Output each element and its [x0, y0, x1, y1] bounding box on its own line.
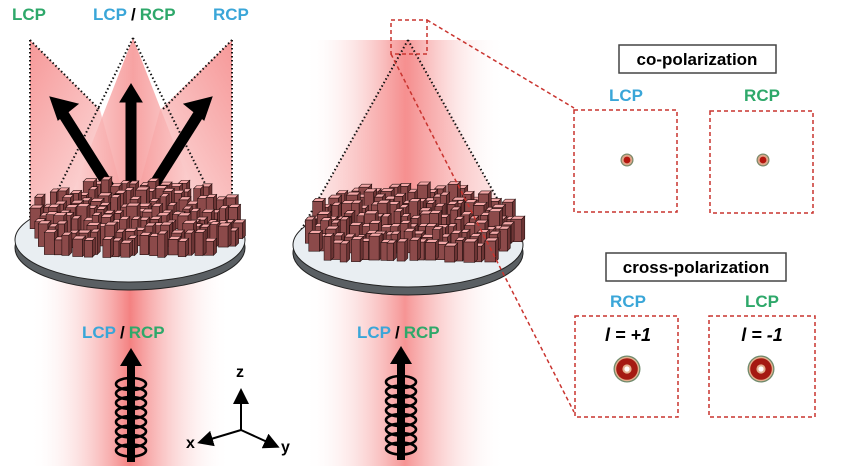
propagation-arrow-head [120, 348, 142, 366]
rcp-text: RCP [129, 323, 165, 342]
co-label-rcp: RCP [744, 86, 780, 105]
axis-x-label: x [186, 435, 195, 452]
output-label-right: RCP [213, 5, 249, 24]
nanopillar [308, 229, 324, 252]
separator: / [120, 323, 125, 342]
axis-z-label: z [236, 364, 244, 381]
cross-rcp-frame [574, 315, 679, 418]
co-label-lcp: LCP [609, 86, 643, 105]
cross-lcp-vortex-donut [747, 355, 775, 383]
output-label-center: LCP/RCP [93, 5, 176, 24]
middle-panel [292, 19, 575, 466]
nanopillar [444, 242, 459, 263]
lcp-text: LCP [357, 323, 391, 342]
nanopillar [510, 215, 526, 243]
helix-coil [384, 374, 418, 390]
nanopillar [102, 235, 115, 259]
helix-coil [114, 443, 148, 458]
propagation-arrow-shaft [127, 362, 135, 462]
helix-coil [384, 384, 418, 399]
nanopillar [386, 239, 398, 262]
helix-coil [384, 393, 418, 409]
cross-lcp-frame [708, 315, 816, 418]
propagation-arrow-head [390, 346, 412, 364]
nanopillar [72, 235, 87, 258]
nanopillar [177, 237, 190, 258]
helix-coil [384, 431, 418, 447]
separator: / [131, 5, 136, 24]
co-lcp-frame [573, 109, 678, 213]
nanopillar [424, 238, 440, 261]
nanopillar [217, 222, 232, 248]
nanopillar [156, 230, 169, 259]
helix-coil [384, 441, 418, 456]
metasurface-middle [292, 180, 526, 296]
helix-coil [384, 403, 418, 418]
helix-coil [384, 412, 418, 428]
nanopillar [61, 231, 73, 257]
nanopillar [323, 232, 335, 261]
input-helix-middle [384, 346, 418, 460]
co-lcp-focal-spot [620, 153, 634, 167]
helix-coil [114, 433, 148, 449]
lcp-text: LCP [93, 5, 127, 24]
zoom-lines [390, 19, 575, 413]
co-polarization-title-box [618, 44, 777, 74]
focal-zoom-box [390, 19, 428, 55]
topological-charge-minus: l = -1 [741, 325, 783, 345]
axis-y-label: y [281, 439, 290, 456]
input-helix-left [114, 348, 148, 462]
nanopillar [368, 232, 383, 261]
helix-coil [114, 424, 148, 439]
left-panel [14, 37, 247, 466]
topological-charge-plus: l = +1 [605, 325, 651, 345]
output-arrows [49, 83, 213, 191]
input-label-left: LCP/RCP [82, 323, 165, 342]
co-rcp-frame [709, 110, 814, 214]
helix-coil [114, 395, 148, 411]
rcp-text: RCP [404, 323, 440, 342]
lcp-text: LCP [82, 323, 116, 342]
helix-coil [114, 386, 148, 401]
cross-polarization-title-box [605, 252, 787, 282]
co-rcp-focal-spot [756, 153, 770, 167]
cross-polarization-title: cross-polarization [623, 258, 769, 277]
nanopillar [194, 228, 207, 257]
nanopillar [83, 236, 97, 258]
separator: / [395, 323, 400, 342]
cross-label-rcp: RCP [610, 292, 646, 311]
cross-polarization-section: cross-polarization RCP LCP l = +1 l = -1 [574, 252, 816, 418]
rcp-text: RCP [140, 5, 176, 24]
helix-coil [114, 376, 148, 392]
metasurface-left [14, 176, 247, 291]
coordinate-axes [197, 388, 280, 449]
nanopillar [484, 237, 500, 263]
propagation-arrow-shaft [397, 360, 405, 460]
nanopillar [498, 225, 512, 252]
cross-rcp-vortex-donut [613, 355, 641, 383]
nanopillar [396, 238, 409, 262]
nanopillar [409, 236, 422, 262]
nanopillar [120, 239, 134, 258]
nanopillar [339, 240, 351, 263]
cross-label-lcp: LCP [745, 292, 779, 311]
helix-coil [384, 422, 418, 437]
output-label-left: LCP [12, 5, 46, 24]
helix-coil [114, 405, 148, 420]
co-polarization-section: co-polarization LCP RCP [573, 44, 814, 214]
nanopillar [463, 238, 479, 264]
helix-coil [114, 414, 148, 430]
nanopillar [350, 235, 364, 263]
co-polarization-title: co-polarization [637, 50, 758, 69]
input-label-middle: LCP/RCP [357, 323, 440, 342]
focus-cone [300, 40, 516, 232]
